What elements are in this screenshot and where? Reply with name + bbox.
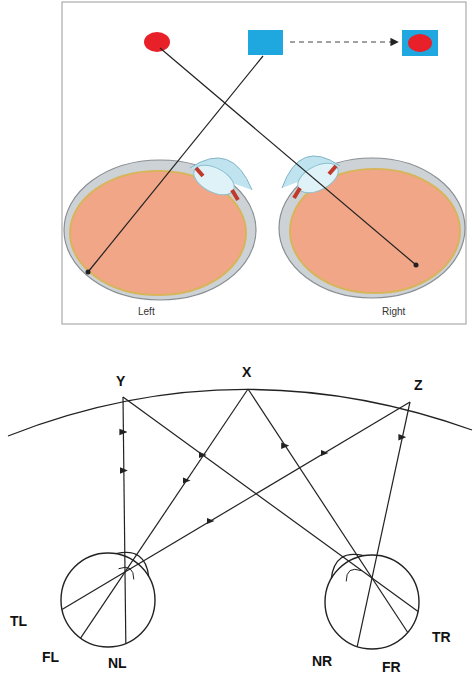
light-ray bbox=[62, 402, 410, 610]
ray-arrowhead bbox=[283, 442, 285, 446]
point-label: X bbox=[242, 365, 251, 380]
ray-arrowhead bbox=[123, 471, 124, 475]
retina-label: FR bbox=[382, 660, 401, 675]
red-object bbox=[408, 34, 432, 52]
retina-label: FL bbox=[42, 650, 59, 665]
light-ray bbox=[88, 56, 263, 272]
eye-outline bbox=[61, 553, 155, 647]
retina-label: TR bbox=[432, 630, 451, 645]
dashed-arrow bbox=[290, 41, 398, 42]
eye-label: Right bbox=[382, 306, 405, 317]
light-ray bbox=[248, 389, 408, 633]
red-object bbox=[144, 32, 170, 52]
blue-object bbox=[248, 30, 283, 55]
ray-arrowhead bbox=[325, 450, 331, 453]
light-ray bbox=[160, 48, 416, 265]
retina-point bbox=[86, 270, 91, 275]
lens bbox=[346, 569, 361, 581]
retina-label: NR bbox=[312, 654, 332, 669]
retina-point bbox=[414, 263, 419, 268]
light-ray bbox=[123, 397, 418, 611]
point-label: Z bbox=[414, 378, 423, 393]
blue-object bbox=[402, 30, 438, 56]
retina-label: TL bbox=[10, 614, 27, 629]
panel-frame bbox=[62, 2, 466, 324]
light-ray bbox=[123, 397, 126, 643]
horopter-arc bbox=[8, 389, 472, 436]
retina-label: NL bbox=[108, 656, 127, 671]
ray-arrowhead bbox=[123, 429, 124, 433]
ray-diagram bbox=[61, 389, 419, 649]
light-ray bbox=[357, 402, 410, 647]
left-eyeball bbox=[64, 158, 256, 300]
point-label: Y bbox=[116, 374, 125, 389]
ray-arrowhead bbox=[184, 481, 186, 485]
ray-arrowhead bbox=[402, 434, 404, 438]
ray-arrowhead bbox=[198, 451, 203, 455]
ray-arrowhead bbox=[205, 521, 211, 524]
eye-label: Left bbox=[138, 306, 155, 317]
